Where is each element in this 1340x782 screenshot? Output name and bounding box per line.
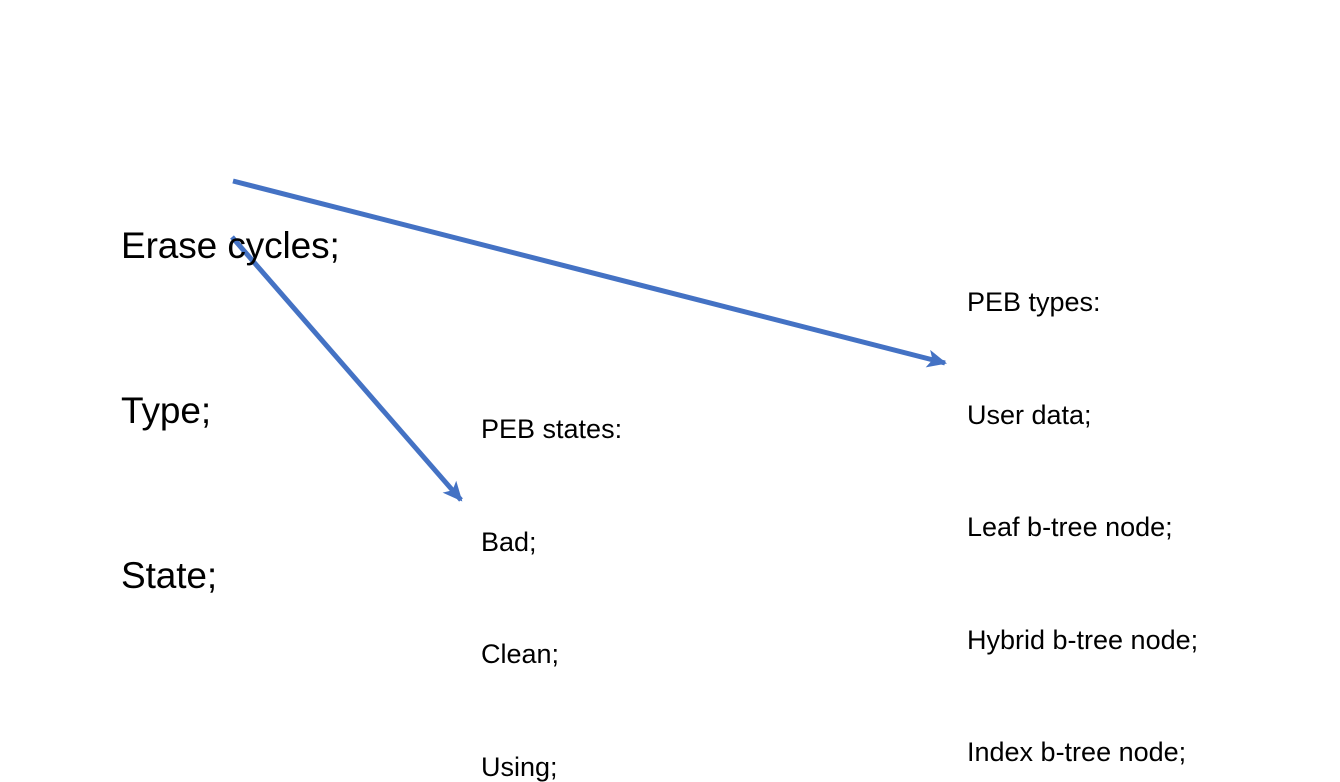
attribute-line-state: State; — [121, 555, 218, 596]
peb-states-block: PEB states: Bad; Clean; Using; Used; Pre… — [481, 336, 625, 782]
peb-state-item-bad: Bad; — [481, 526, 537, 557]
peb-state-item-using: Using; — [481, 751, 558, 782]
peb-types-block: PEB types: User data; Leaf b-tree node; … — [967, 209, 1206, 782]
peb-states-heading: PEB states: — [481, 414, 623, 444]
attribute-line-erase-cycles: Erase cycles; — [121, 225, 340, 266]
peb-type-item-leaf-b-tree-node: Leaf b-tree node; — [967, 512, 1173, 542]
peb-types-heading: PEB types: — [967, 287, 1101, 317]
peb-type-item-index-b-tree-node: Index b-tree node; — [967, 737, 1187, 767]
peb-state-item-clean: Clean; — [481, 639, 560, 669]
peb-type-item-hybrid-b-tree-node: Hybrid b-tree node; — [967, 624, 1199, 655]
peb-attributes-block: Erase cycles; Type; State; — [121, 108, 340, 713]
peb-type-item-user-data: User data; — [967, 399, 1092, 430]
attribute-line-type: Type; — [121, 390, 211, 431]
